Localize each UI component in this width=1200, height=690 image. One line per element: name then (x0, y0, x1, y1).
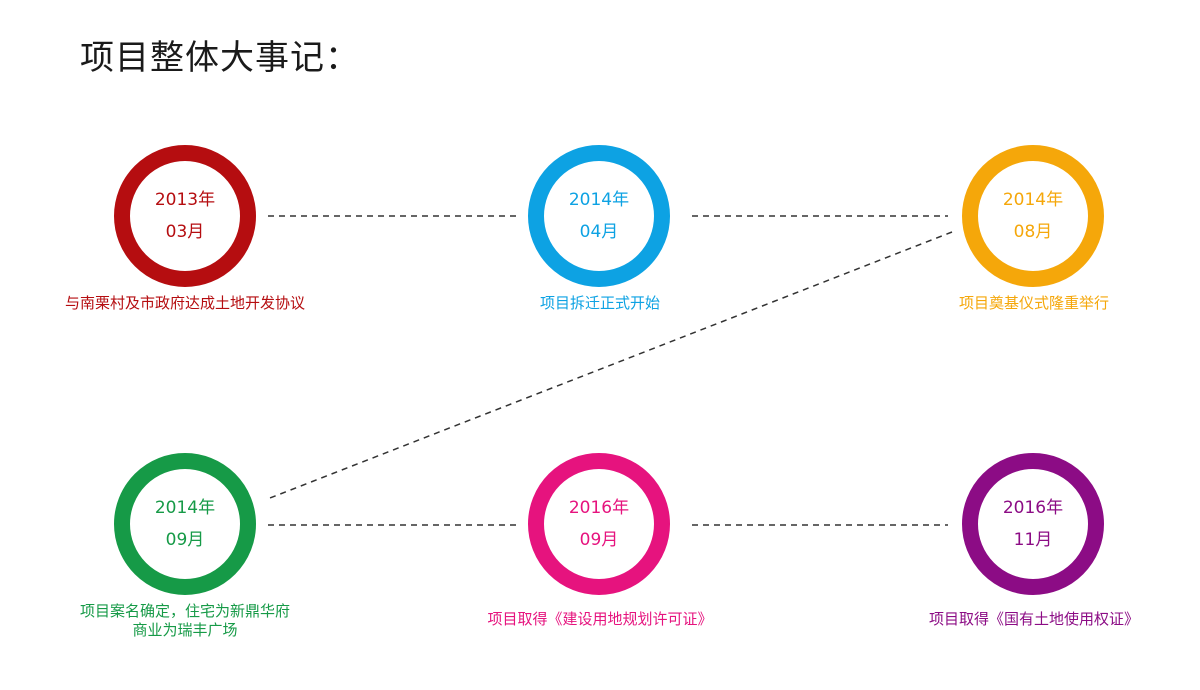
milestone-year: 2014年 (1002, 190, 1064, 210)
milestone-caption: 项目案名确定，住宅为新鼎华府 商业为瑞丰广场 (25, 602, 345, 640)
milestone-caption: 项目取得《国有土地使用权证》 (874, 610, 1194, 629)
milestone-month: 08月 (1013, 222, 1053, 242)
milestone-ring: 2016年 09月 (528, 453, 670, 595)
caption-line: 项目取得《国有土地使用权证》 (928, 610, 1139, 628)
caption-line: 项目拆迁正式开始 (539, 294, 660, 312)
connector-3-4 (269, 231, 953, 499)
milestone-month: 09月 (579, 530, 619, 550)
milestone-ring: 2016年 11月 (962, 453, 1104, 595)
caption-line: 项目取得《建设用地规划许可证》 (487, 610, 713, 628)
milestone-year: 2014年 (154, 498, 216, 518)
caption-line: 与南栗村及市政府达成土地开发协议 (64, 294, 305, 312)
milestone-year: 2016年 (1002, 498, 1064, 518)
milestone-month: 04月 (579, 222, 619, 242)
milestone-caption: 项目取得《建设用地规划许可证》 (440, 610, 760, 629)
milestone-ring: 2014年 09月 (114, 453, 256, 595)
milestone-ring: 2014年 08月 (962, 145, 1104, 287)
caption-line: 项目奠基仪式隆重举行 (958, 294, 1109, 312)
milestone-caption: 项目拆迁正式开始 (440, 294, 760, 313)
milestone-ring: 2013年 03月 (114, 145, 256, 287)
milestone-year: 2016年 (568, 498, 630, 518)
milestone-month: 09月 (165, 530, 205, 550)
milestone-ring: 2014年 04月 (528, 145, 670, 287)
milestone-year: 2013年 (154, 190, 216, 210)
milestone-month: 11月 (1013, 530, 1053, 550)
caption-line: 项目案名确定，住宅为新鼎华府 (79, 602, 290, 620)
caption-line: 商业为瑞丰广场 (132, 621, 238, 639)
milestone-year: 2014年 (568, 190, 630, 210)
milestone-caption: 与南栗村及市政府达成土地开发协议 (25, 294, 345, 313)
milestone-month: 03月 (165, 222, 205, 242)
page-title: 项目整体大事记： (80, 38, 360, 78)
milestone-caption: 项目奠基仪式隆重举行 (874, 294, 1194, 313)
